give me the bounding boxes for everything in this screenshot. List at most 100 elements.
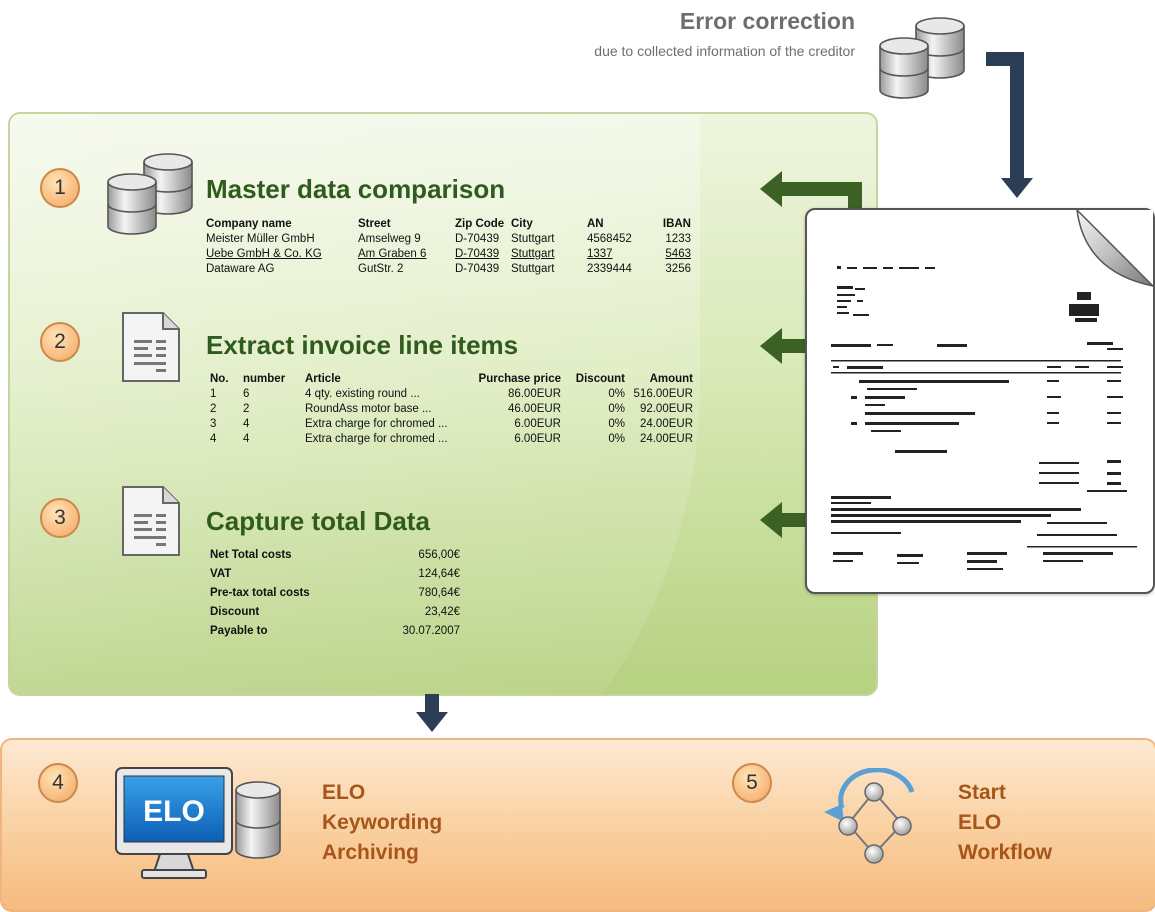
step-4-line: Archiving: [322, 841, 419, 864]
table-cell: 3256: [665, 263, 691, 275]
totals-list: Net Total costs 656,00€ VAT 124,64€ Pre-…: [210, 549, 460, 644]
table-cell: Amselweg 9: [358, 233, 421, 245]
table-row: 2 2 RoundAss motor base ... 46.00EUR 0% …: [210, 402, 697, 417]
step-5-line: Start: [958, 781, 1006, 804]
totals-value: 124,64€: [418, 568, 460, 580]
totals-row: Pre-tax total costs 780,64€: [210, 587, 460, 606]
table-cell: 24.00EUR: [639, 418, 693, 430]
document-icon: [122, 486, 180, 556]
table-cell: 6.00EUR: [514, 418, 561, 430]
totals-value: 780,64€: [418, 587, 460, 599]
table-cell: 0%: [608, 433, 625, 445]
table-row: Dataware AG GutStr. 2 D-70439 Stuttgart …: [206, 262, 695, 277]
table-header-row: Company name Street Zip Code City AN IBA…: [206, 218, 695, 232]
table-cell: Dataware AG: [206, 263, 275, 275]
table-cell: 2339444: [587, 263, 632, 275]
column-header: Amount: [649, 373, 693, 385]
totals-label: Net Total costs: [210, 549, 292, 561]
table-cell: Extra charge for chromed ...: [305, 418, 448, 430]
step-4-badge: 4: [38, 763, 78, 803]
table-cell: 516.00EUR: [633, 388, 693, 400]
database-icon: [879, 17, 965, 99]
table-cell: GutStr. 2: [358, 263, 404, 275]
column-header: Company name: [206, 218, 292, 230]
table-cell: 2: [243, 403, 250, 415]
totals-label: VAT: [210, 568, 232, 580]
error-arrow-vertical: [1010, 52, 1024, 180]
table-cell: 1337: [587, 248, 613, 260]
error-correction-subtitle: due to collected information of the cred…: [594, 43, 855, 59]
table-cell: 2: [210, 403, 217, 415]
table-cell: 24.00EUR: [639, 433, 693, 445]
arrow-1-head: [760, 171, 782, 207]
table-cell: 4 qty. existing round ...: [305, 388, 420, 400]
totals-row: Discount 23,42€: [210, 606, 460, 625]
table-cell: 0%: [608, 418, 625, 430]
monitor-icon: [115, 767, 281, 879]
table-cell: 46.00EUR: [507, 403, 561, 415]
table-cell: Stuttgart: [511, 248, 555, 260]
step-3-title: Capture total Data: [206, 506, 430, 536]
column-header: City: [511, 218, 533, 230]
totals-label: Discount: [210, 606, 260, 618]
column-header: Zip Code: [455, 218, 505, 230]
table-cell: 0%: [608, 403, 625, 415]
archive-arrow-shaft: [425, 694, 439, 716]
step-4-line: ELO: [322, 781, 366, 804]
table-cell: 3: [210, 418, 217, 430]
archive-arrow-head: [416, 712, 448, 732]
column-header: Article: [305, 373, 341, 385]
step-1-badge: 1: [40, 168, 80, 208]
arrow-1-shaft: [780, 182, 862, 196]
arrow-3-shaft: [780, 513, 808, 527]
database-icon: [107, 153, 193, 235]
table-cell: Stuttgart: [511, 263, 555, 275]
column-header: No.: [210, 373, 229, 385]
table-cell: 4: [243, 433, 250, 445]
master-data-table: Company name Street Zip Code City AN IBA…: [206, 218, 695, 277]
step-4-text: ELO Keywording Archiving: [322, 778, 442, 868]
table-cell: 4568452: [587, 233, 632, 245]
totals-value: 30.07.2007: [402, 625, 460, 637]
table-cell: Am Graben 6: [358, 248, 427, 260]
table-row: 3 4 Extra charge for chromed ... 6.00EUR…: [210, 417, 697, 432]
table-row: Meister Müller GmbH Amselweg 9 D-70439 S…: [206, 232, 695, 247]
arrow-3-head: [760, 502, 782, 538]
step-4-line: Keywording: [322, 811, 443, 834]
workflow-icon: [824, 768, 915, 864]
table-cell: RoundAss motor base ...: [305, 403, 432, 415]
table-cell: D-70439: [455, 248, 500, 260]
table-cell: Stuttgart: [511, 233, 555, 245]
table-cell: Uebe GmbH & Co. KG: [206, 248, 322, 260]
table-cell: 0%: [608, 388, 625, 400]
column-header: Street: [358, 218, 391, 230]
column-header: Purchase price: [478, 373, 561, 385]
error-arrow-head: [1001, 178, 1033, 198]
table-row: 4 4 Extra charge for chromed ... 6.00EUR…: [210, 432, 697, 447]
step-2-badge: 2: [40, 322, 80, 362]
arrow-2-head: [760, 328, 782, 364]
totals-row: Payable to 30.07.2007: [210, 625, 460, 644]
table-cell: 1: [210, 388, 217, 400]
step-5-text: Start ELO Workflow: [958, 778, 1052, 868]
document-icon: [122, 312, 180, 382]
table-cell: 4: [243, 418, 250, 430]
totals-row: Net Total costs 656,00€: [210, 549, 460, 568]
table-header-row: No. number Article Purchase price Discou…: [210, 373, 697, 387]
arrow-2-shaft: [780, 339, 808, 353]
table-cell: Meister Müller GmbH: [206, 233, 315, 245]
step-5-line: ELO: [958, 811, 1002, 834]
table-cell: D-70439: [455, 233, 500, 245]
table-cell: 4: [210, 433, 217, 445]
step-1-title: Master data comparison: [206, 174, 506, 204]
table-cell: 6: [243, 388, 250, 400]
column-header: AN: [587, 218, 604, 230]
step-2-title: Extract invoice line items: [206, 330, 519, 360]
table-cell: 5463: [665, 248, 691, 260]
table-cell: 6.00EUR: [514, 433, 561, 445]
totals-value: 656,00€: [418, 549, 460, 561]
step-5-badge: 5: [732, 763, 772, 803]
invoice-document-icon: [805, 208, 1155, 594]
line-items-table: No. number Article Purchase price Discou…: [210, 373, 697, 447]
totals-value: 23,42€: [424, 606, 460, 618]
